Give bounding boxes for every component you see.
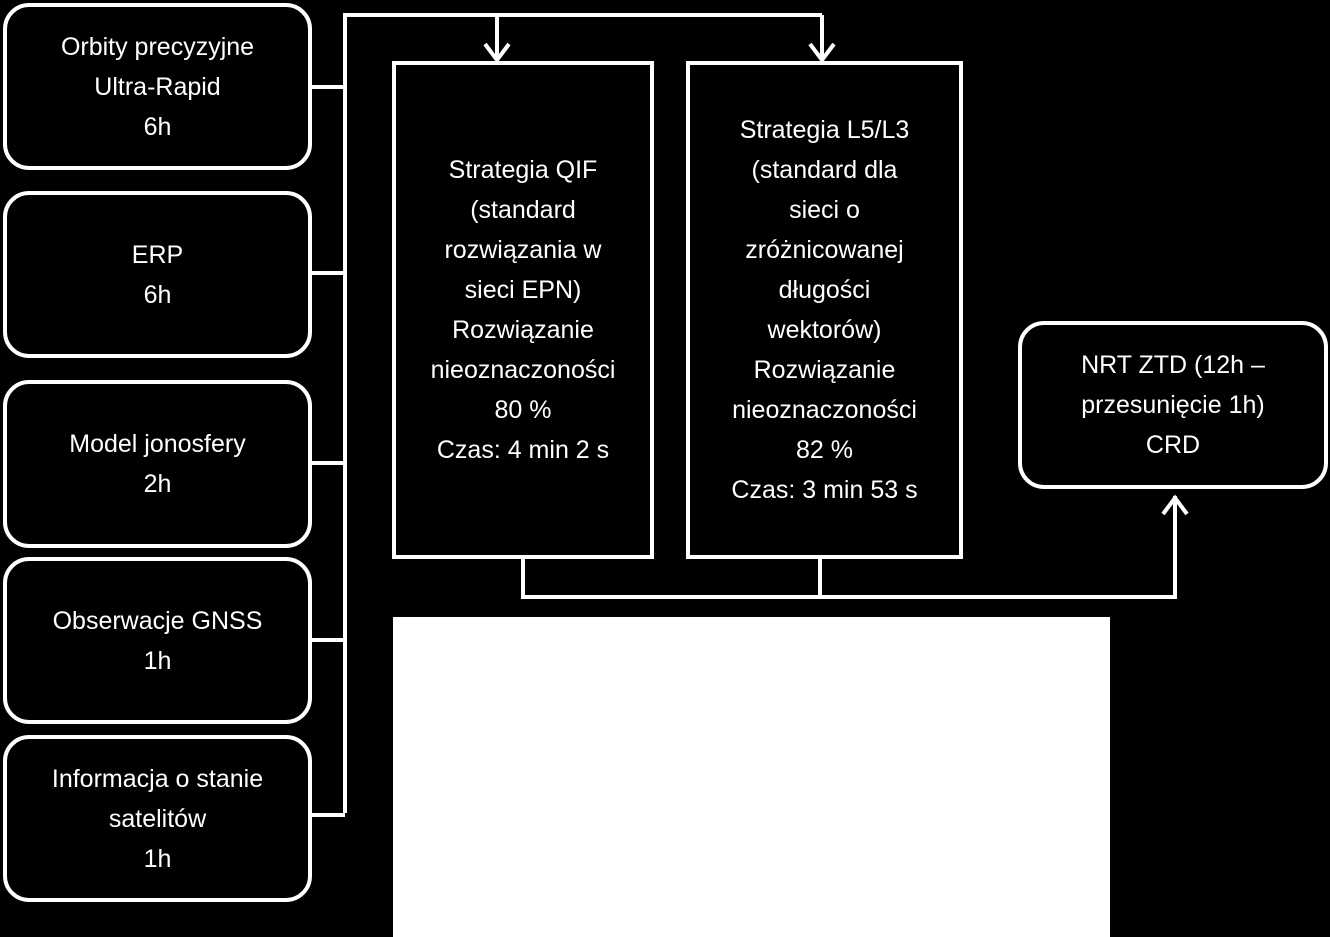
label: (standard dla [751,156,898,184]
input-box-gnss: Obserwacje GNSS 1h [3,557,312,724]
label: 82 % [796,436,853,464]
input-box-ionosphere: Model jonosfery 2h [3,380,312,548]
label: nieoznaczoności [430,356,616,384]
strategy-box-l5l3: Strategia L5/L3 (standard dla sieci o zr… [686,61,963,559]
label: Rozwiązanie [452,316,594,344]
strategy-box-qif: Strategia QIF (standard rozwiązania w si… [392,61,654,559]
label: Informacja o stanie [51,764,264,793]
label: Czas: 4 min 2 s [436,436,610,464]
label: 6h [143,280,172,309]
label: 6h [143,112,172,141]
input-box-orbits: Orbity precyzyjne Ultra-Rapid 6h [3,3,312,170]
label: Strategia QIF [448,156,598,184]
label: 2h [143,470,172,498]
label: sieci EPN) [464,276,582,304]
arrow-heads [483,42,1189,516]
output-line [521,496,1177,599]
label: Orbity precyzyjne [60,32,255,61]
label: 80 % [494,396,552,424]
label: wektorów) [767,316,882,344]
label: ERP [131,240,184,269]
strategy-feed-lines [495,15,824,58]
label: Model jonosfery [69,430,246,458]
label: Czas: 3 min 53 s [731,476,918,504]
label: nieoznaczoności [732,396,917,424]
label: przesunięcie 1h) [1081,391,1265,419]
label: CRD [1145,431,1201,459]
label: sieci o [789,196,860,224]
label: Ultra-Rapid [94,72,221,101]
input-box-erp: ERP 6h [3,191,312,358]
input-bus-line [312,13,822,817]
label: Obserwacje GNSS [52,606,263,635]
input-box-satellites: Informacja o stanie satelitów 1h [3,735,312,902]
label: NRT ZTD (12h – [1081,351,1265,379]
label: 1h [143,646,172,675]
label: Strategia L5/L3 [739,116,910,144]
blank-white-area [393,617,1110,937]
label: zróżnicowanej [745,236,904,264]
label: 1h [143,844,172,873]
label: Rozwiązanie [753,356,896,384]
label: (standard [470,196,576,224]
label: satelitów [108,804,207,833]
output-box-nrt-ztd: NRT ZTD (12h – przesunięcie 1h) CRD [1018,321,1328,489]
label: rozwiązania w [444,236,602,264]
label: długości [778,276,871,304]
